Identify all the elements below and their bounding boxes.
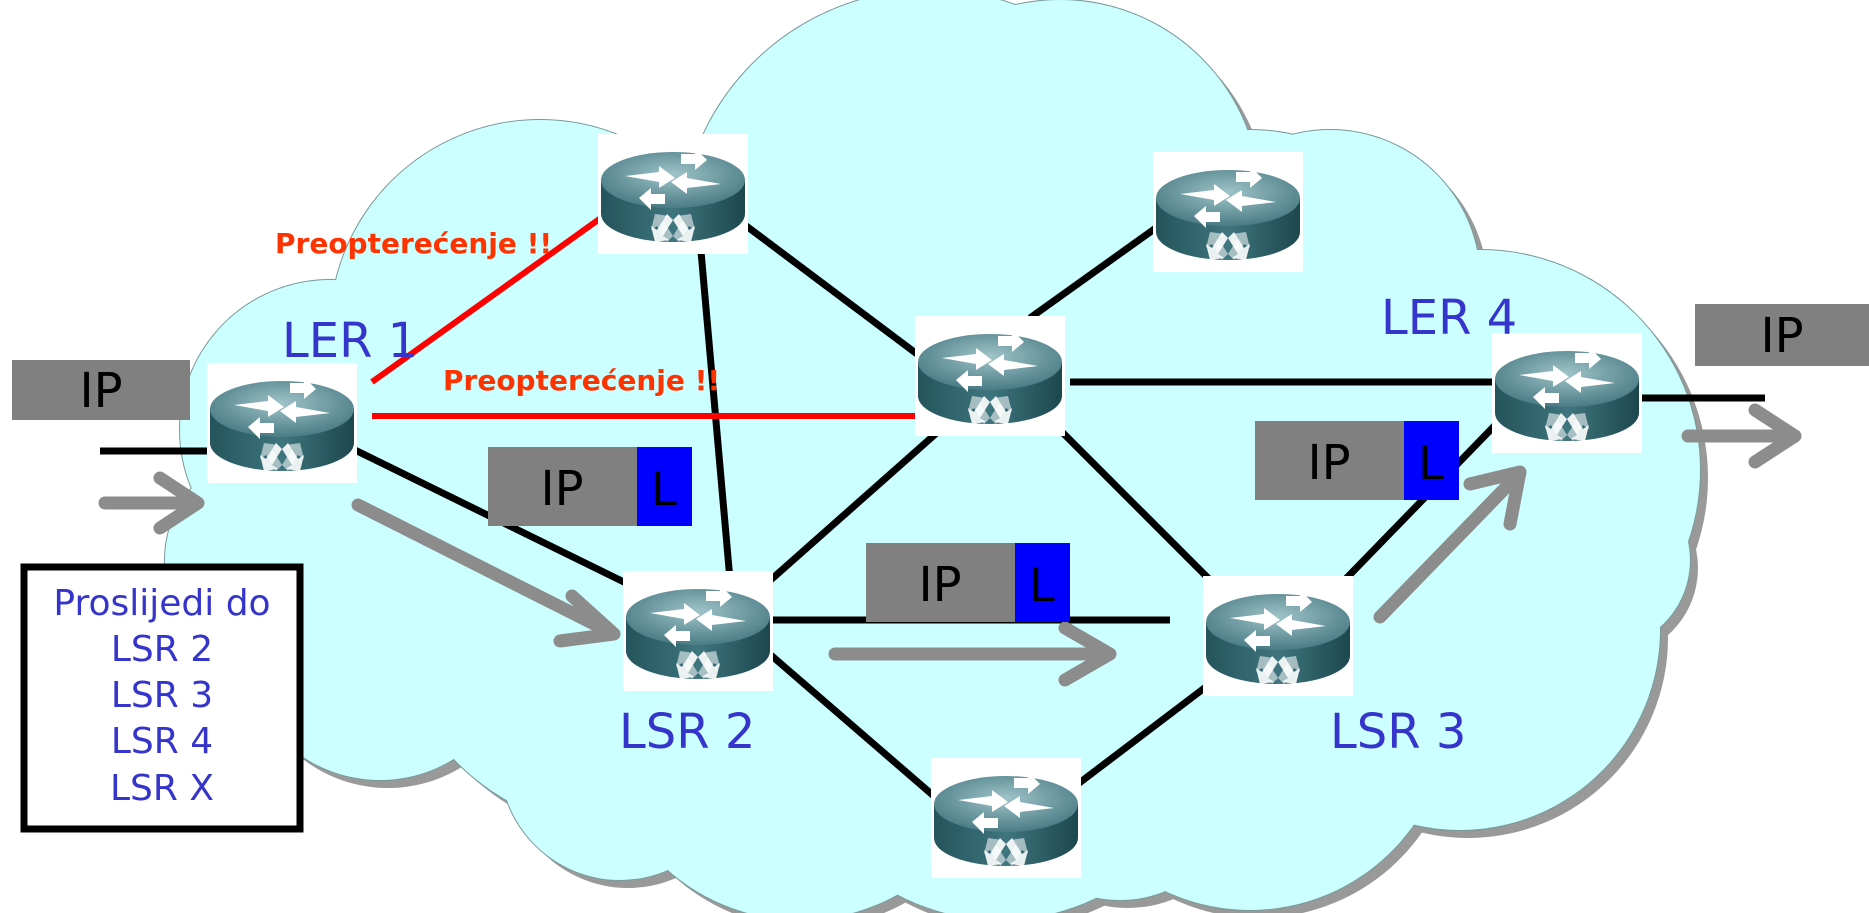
router-ler4[interactable] bbox=[1492, 333, 1642, 453]
forward-box-item: LSR 3 bbox=[111, 675, 213, 716]
labeled-packet-2: IP L bbox=[866, 543, 1070, 622]
flow-arrow-ler1-lsr2 bbox=[351, 498, 621, 648]
packet-ingress-ip: IP bbox=[79, 363, 122, 419]
label-lsr2: LSR 2 bbox=[619, 704, 755, 760]
flow-arrow-lsr3-ler4 bbox=[1373, 465, 1527, 624]
flow-arrow-egress bbox=[1681, 403, 1802, 469]
router-lsr2[interactable] bbox=[623, 571, 773, 691]
link-lsr3-ler4 bbox=[1332, 412, 1508, 593]
packet-egress: IP bbox=[1695, 304, 1869, 366]
overload-link-top bbox=[370, 212, 607, 385]
forward-box-item: LSR 4 bbox=[111, 721, 213, 762]
labeled-packet-3: IP L bbox=[1255, 421, 1459, 500]
label-ler1: LER 1 bbox=[282, 313, 418, 369]
overload-warning-top: Preopterećenje !! bbox=[275, 227, 552, 260]
forward-box-item: LSR 2 bbox=[111, 629, 213, 670]
packet-ingress: IP bbox=[12, 360, 190, 420]
link-lsr2-r4 bbox=[762, 647, 953, 813]
labeled-packet-3-ip: IP bbox=[1307, 435, 1350, 491]
link-r3-lsr3 bbox=[1057, 427, 1223, 593]
router-core-3[interactable] bbox=[915, 316, 1065, 436]
labeled-packet-1-label: L bbox=[651, 462, 677, 516]
forward-box-title: Proslijedi do bbox=[53, 583, 270, 624]
labeled-packet-1-ip: IP bbox=[540, 461, 583, 517]
router-core-1[interactable] bbox=[598, 134, 748, 254]
router-core-2[interactable] bbox=[1153, 152, 1303, 272]
overloaded-links bbox=[370, 212, 930, 419]
forward-box: Proslijedi do LSR 2 LSR 3 LSR 4 LSR X bbox=[20, 563, 304, 833]
flow-arrow-ingress bbox=[98, 471, 205, 535]
link-r2-r3 bbox=[1027, 222, 1163, 321]
link-r4-lsr3 bbox=[1067, 677, 1218, 793]
packet-egress-ip: IP bbox=[1760, 308, 1803, 364]
link-lsr2-r3 bbox=[762, 427, 943, 588]
overload-warning-middle: Preopterećenje !! bbox=[443, 364, 720, 397]
labeled-packet-2-ip: IP bbox=[918, 557, 961, 613]
labeled-packet-1: IP L bbox=[488, 447, 692, 526]
flow-arrow-lsr2-lsr3 bbox=[828, 621, 1117, 687]
router-ler1[interactable] bbox=[207, 363, 357, 483]
label-ler4: LER 4 bbox=[1381, 290, 1517, 346]
flow-arrows bbox=[98, 403, 1802, 687]
forward-box-item: LSR X bbox=[110, 768, 214, 809]
link-r1-lsr2 bbox=[696, 239, 734, 581]
labeled-packet-2-label: L bbox=[1029, 558, 1055, 612]
link-r1-r3 bbox=[742, 222, 928, 363]
label-lsr3: LSR 3 bbox=[1330, 704, 1466, 760]
router-core-4[interactable] bbox=[931, 758, 1081, 878]
router-lsr3[interactable] bbox=[1203, 576, 1353, 696]
labeled-packet-3-label: L bbox=[1418, 436, 1444, 490]
